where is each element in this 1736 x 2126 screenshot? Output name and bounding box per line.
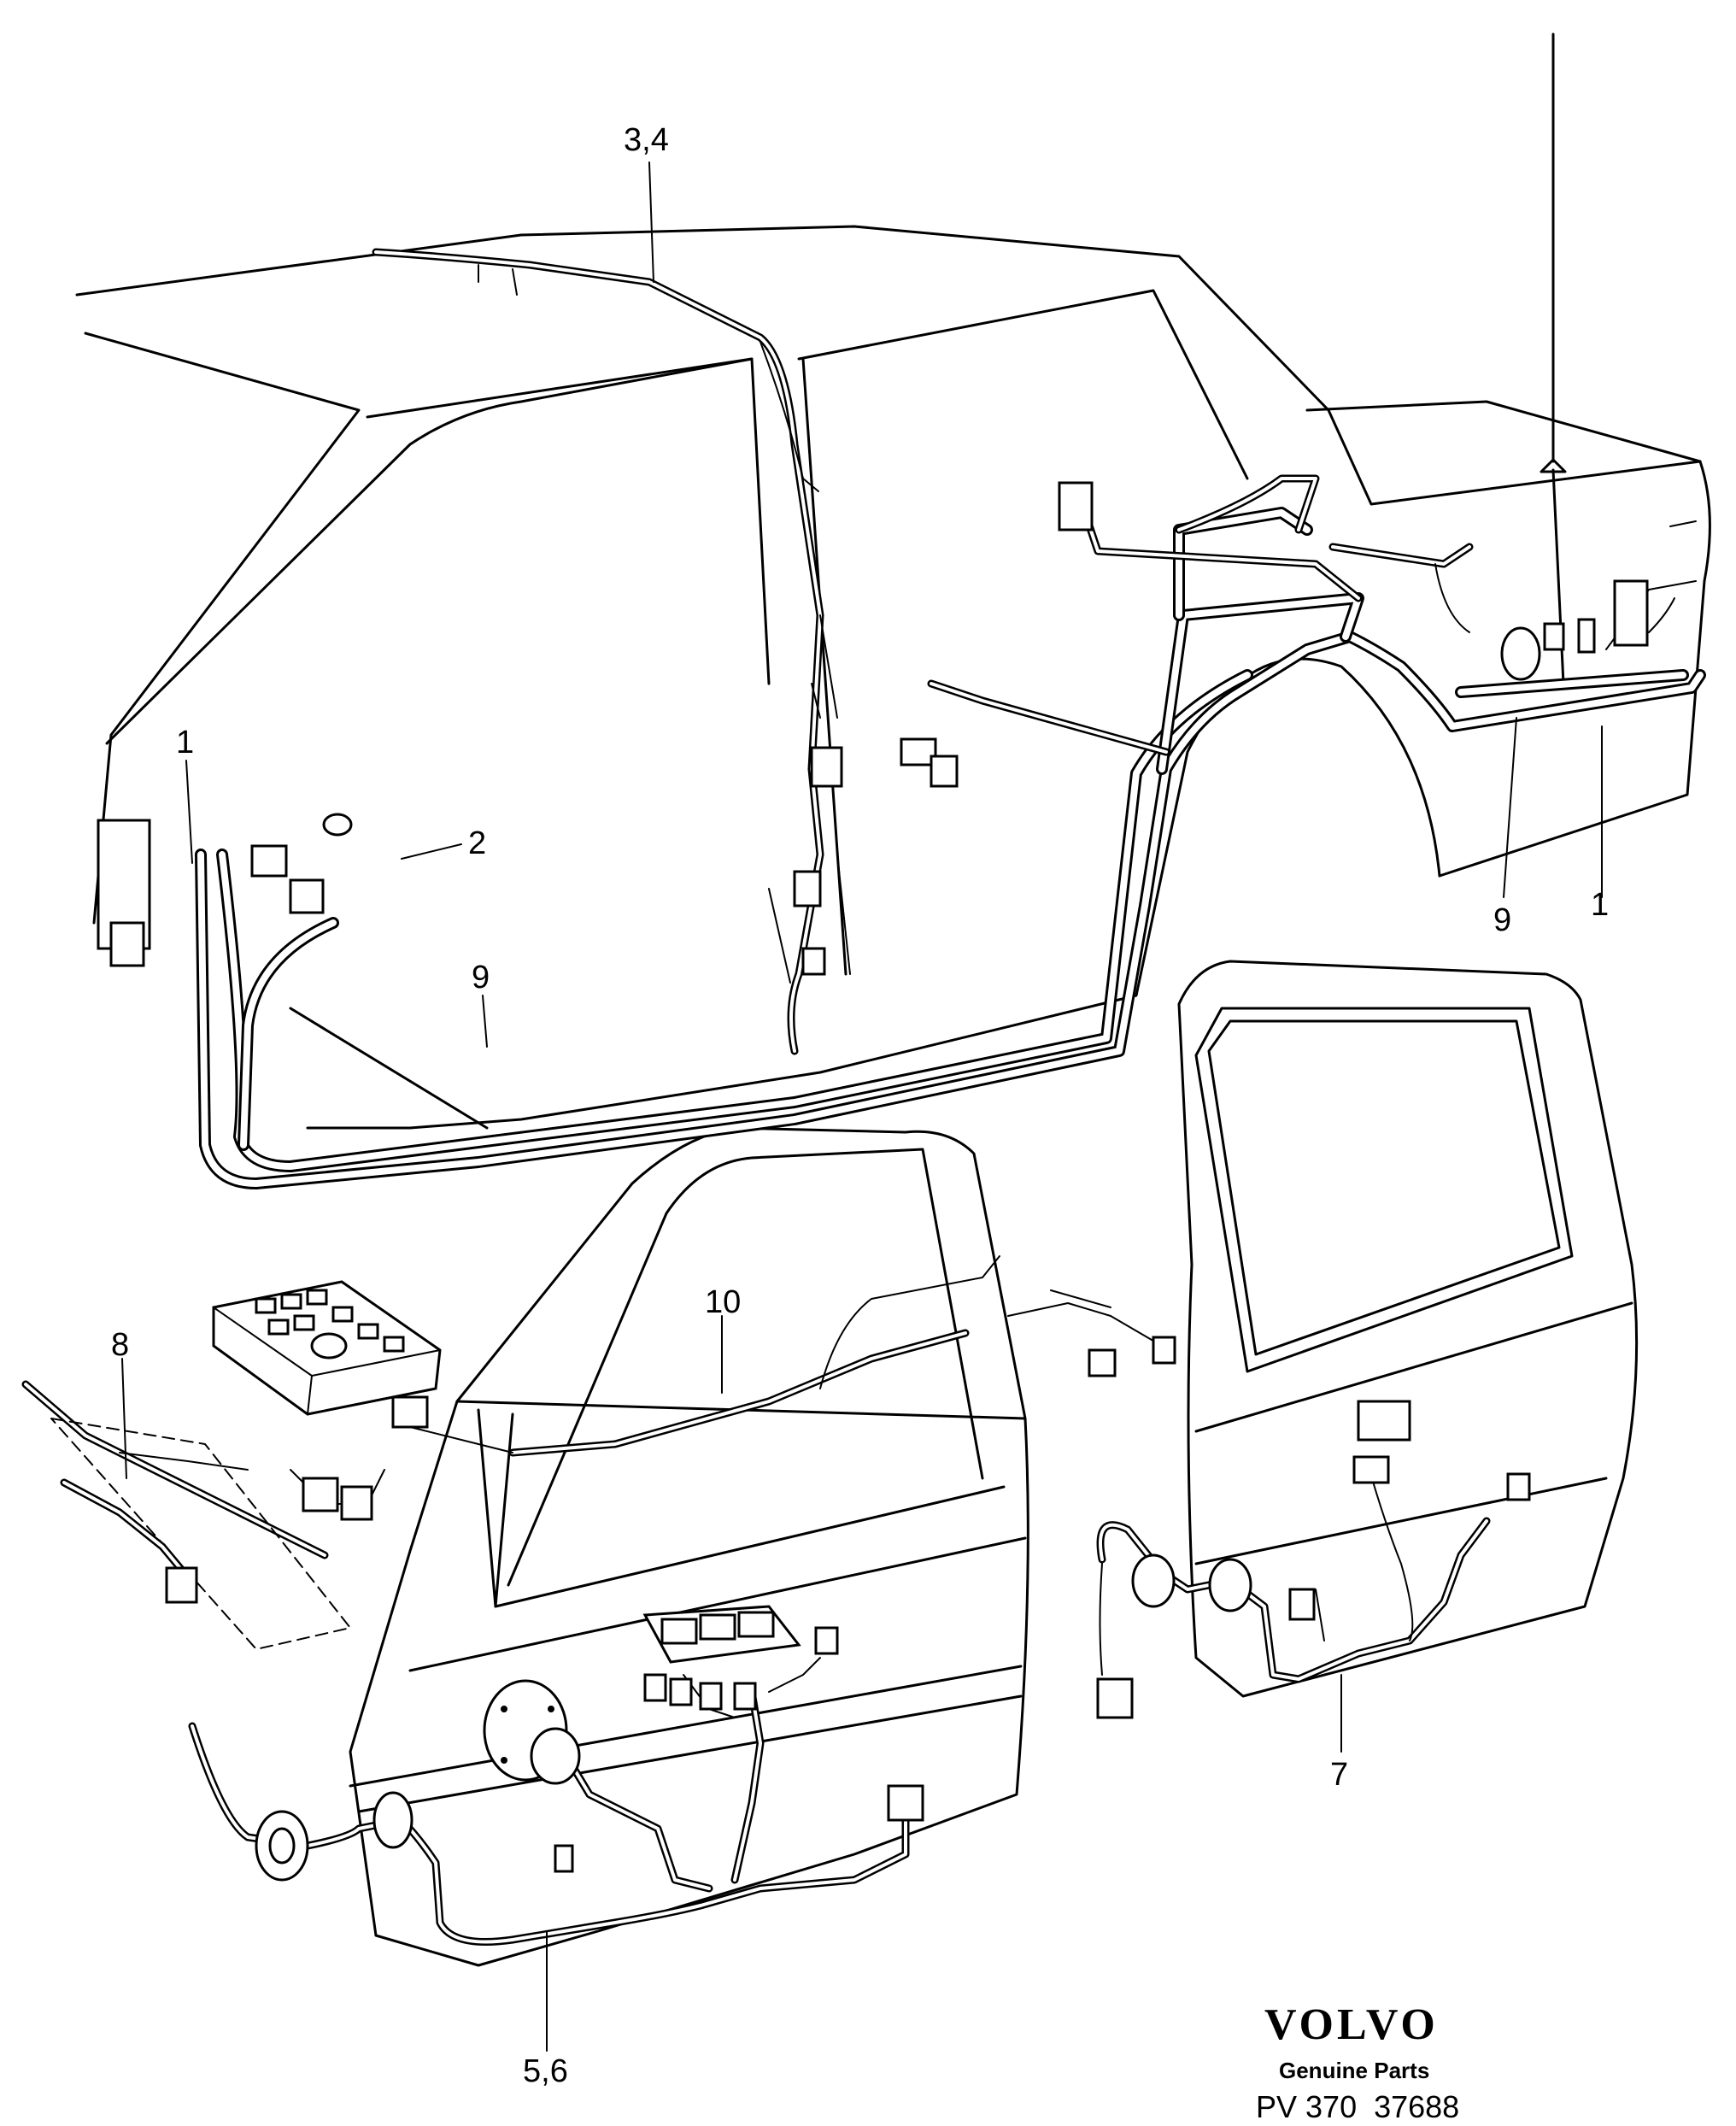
callout-7: 7	[1330, 1757, 1349, 1793]
grommets	[255, 1553, 1252, 1882]
callout-1-left: 1	[176, 725, 195, 761]
callout-1-right: 1	[1591, 887, 1610, 923]
front-door-outline	[349, 1126, 1029, 1967]
speaker-icon	[483, 1679, 581, 1785]
callout-9-left: 9	[472, 960, 490, 995]
inset-connector-box	[50, 1418, 351, 1650]
car-body-outline	[75, 225, 1711, 1130]
main-harness	[195, 507, 1706, 1189]
genuine-parts-label: Genuine Parts	[1279, 2058, 1430, 2083]
callout-3-4: 3,4	[624, 122, 669, 158]
console-harness	[21, 1255, 1163, 1559]
callout-8: 8	[111, 1327, 130, 1363]
leader-lines	[121, 162, 1603, 2052]
callout-10: 10	[705, 1284, 742, 1320]
front-door-harness	[188, 1657, 910, 1946]
connectors	[97, 481, 1649, 1873]
window-switch-panel-icon	[642, 1605, 801, 1711]
roof-pillar-harness	[372, 248, 851, 1055]
capacitor-icon	[1500, 626, 1541, 681]
rear-door-harness	[1096, 1460, 1491, 1683]
callout-9-right: 9	[1493, 902, 1512, 938]
rear-door-outline	[1177, 960, 1639, 1698]
connector-relay	[250, 844, 288, 878]
central-electrical-unit-icon	[212, 1280, 442, 1416]
diagram-code-visible: PV 370 37688	[1256, 2089, 1460, 2124]
callout-5-6: 5,6	[523, 2053, 568, 2089]
antenna	[1540, 32, 1567, 685]
callout-2: 2	[468, 825, 487, 861]
volvo-logo: VOLVO	[1264, 2000, 1439, 2049]
